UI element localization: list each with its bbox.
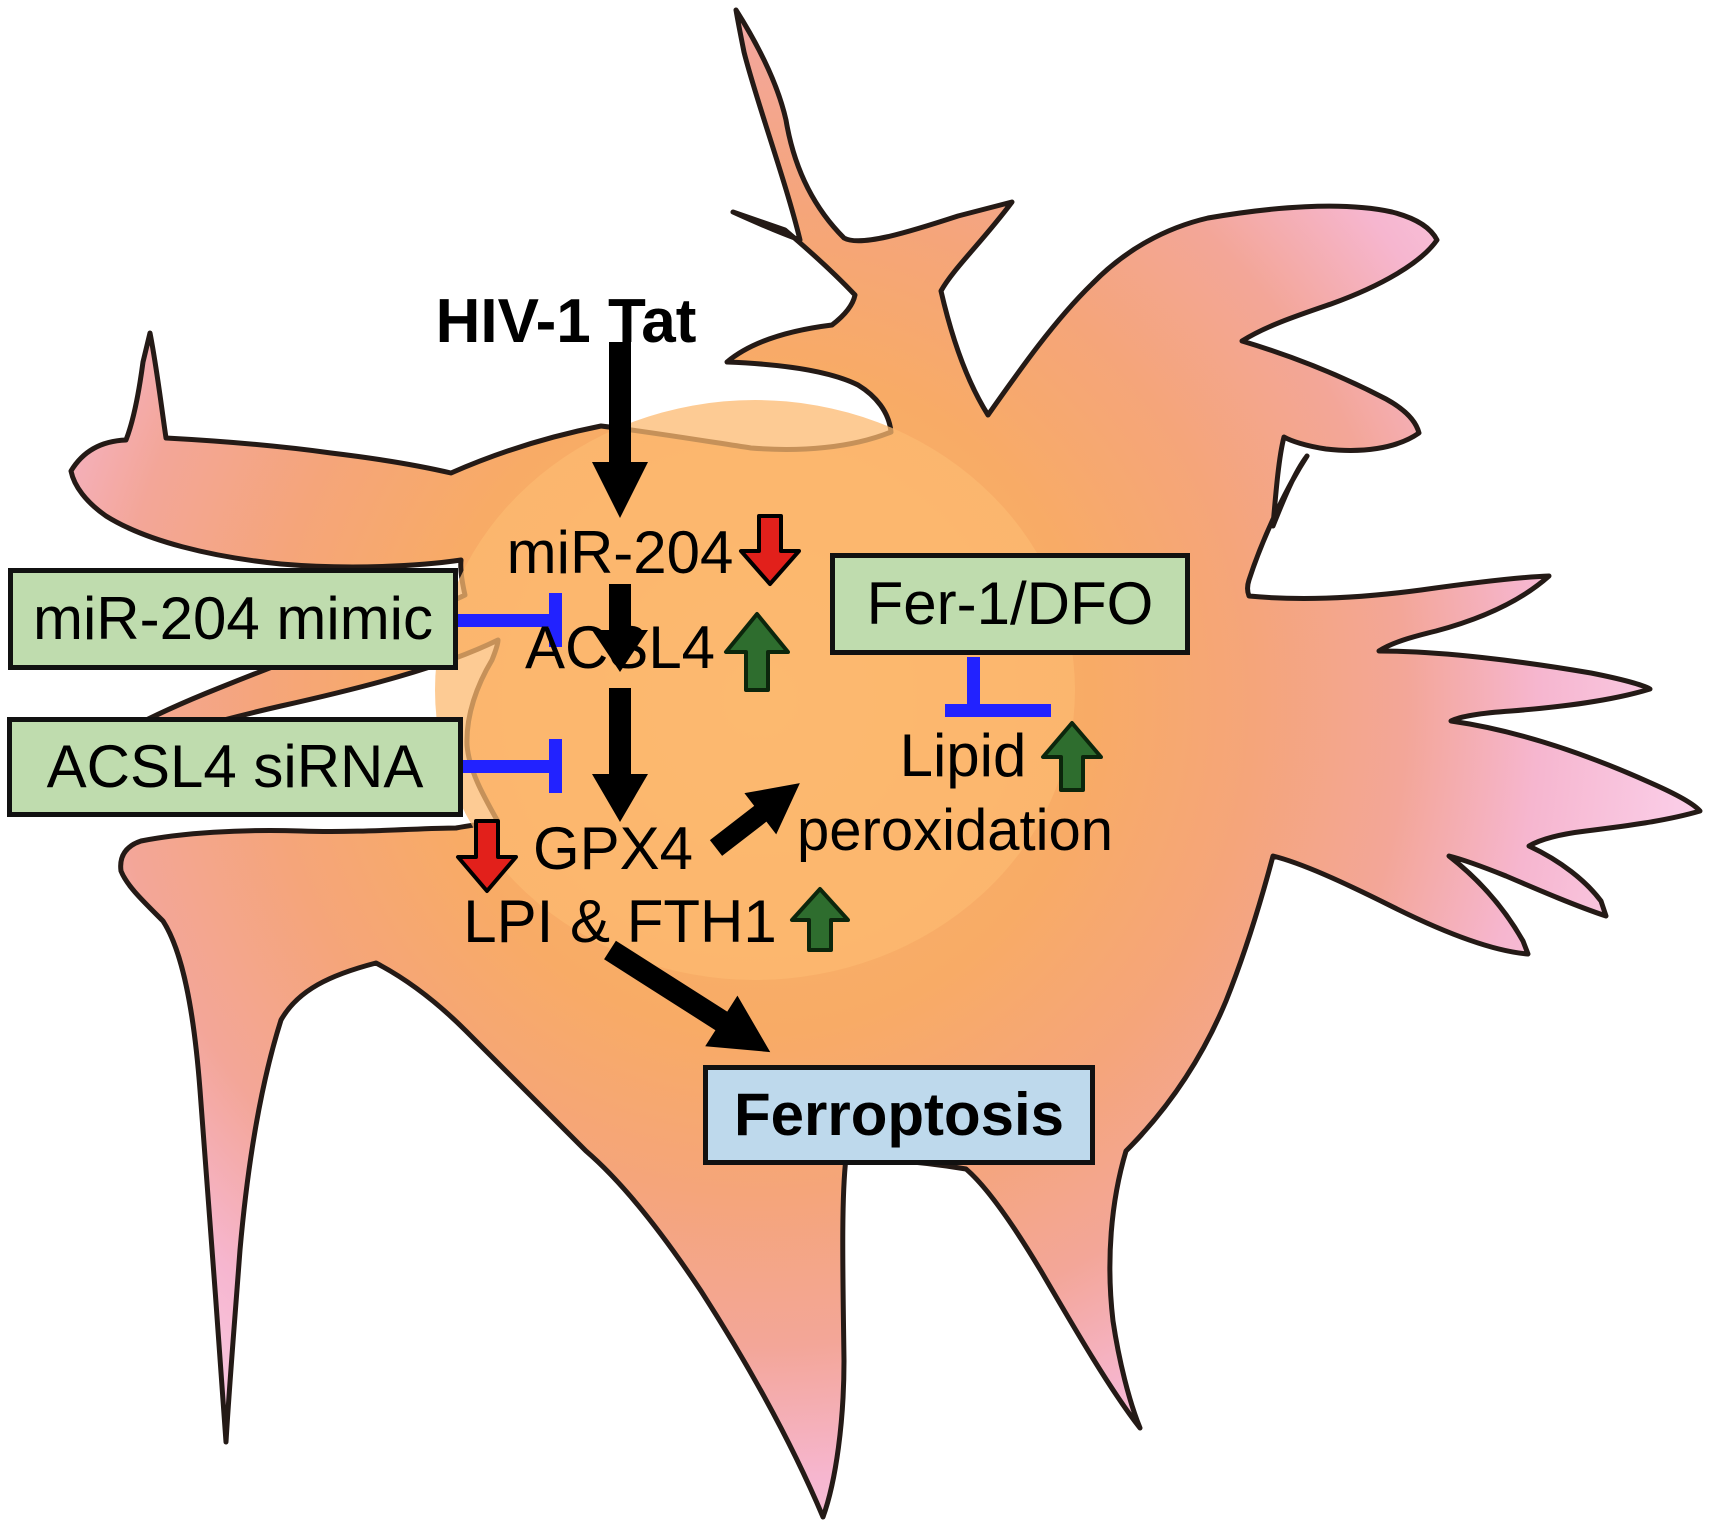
lipid-increase-arrow-icon xyxy=(1041,721,1103,792)
hiv-tat-label: HIV-1 Tat xyxy=(435,287,697,356)
fer1-inhibition-bar xyxy=(945,657,1051,717)
ferroptosis-box: Ferroptosis xyxy=(703,1065,1095,1165)
mir204-mimic-box-label: miR-204 mimic xyxy=(32,585,434,652)
ferroptosis-box-label: Ferroptosis xyxy=(733,1081,1065,1148)
fer1-dfo-box: Fer-1/DFO xyxy=(830,553,1190,655)
arrow-acsl4-to-gpx4 xyxy=(592,688,648,822)
lipid-label: Lipid xyxy=(899,722,1027,789)
mir204-decrease-arrow-icon xyxy=(739,514,801,586)
gpx4-label: GPX4 xyxy=(532,815,694,882)
arrow-hiv-to-mir204 xyxy=(592,342,648,518)
acsl4-sirna-box-label: ACSL4 siRNA xyxy=(46,733,424,800)
mir204-mimic-box: miR-204 mimic xyxy=(8,568,458,670)
acsl4-label: ACSL4 xyxy=(524,614,716,681)
lpi-increase-arrow-icon xyxy=(790,887,850,952)
peroxidation-label: peroxidation xyxy=(797,798,1113,863)
mimic-inhibition-bar xyxy=(456,593,562,647)
acsl4-increase-arrow-icon xyxy=(724,612,790,692)
arrow-lpi-to-ferroptosis xyxy=(604,940,771,1053)
arrow-gpx4-to-lipidperoxidation xyxy=(709,783,800,856)
acsl4-sirna-box: ACSL4 siRNA xyxy=(7,717,463,817)
fer1-dfo-box-label: Fer-1/DFO xyxy=(866,570,1154,637)
lpi-fth1-label: LPI & FTH1 xyxy=(463,888,777,955)
gpx4-decrease-arrow-icon xyxy=(456,819,518,893)
mir204-label: miR-204 xyxy=(506,519,734,586)
sirna-inhibition-bar xyxy=(461,739,562,793)
arrow-mir204-to-acsl4 xyxy=(592,584,648,672)
